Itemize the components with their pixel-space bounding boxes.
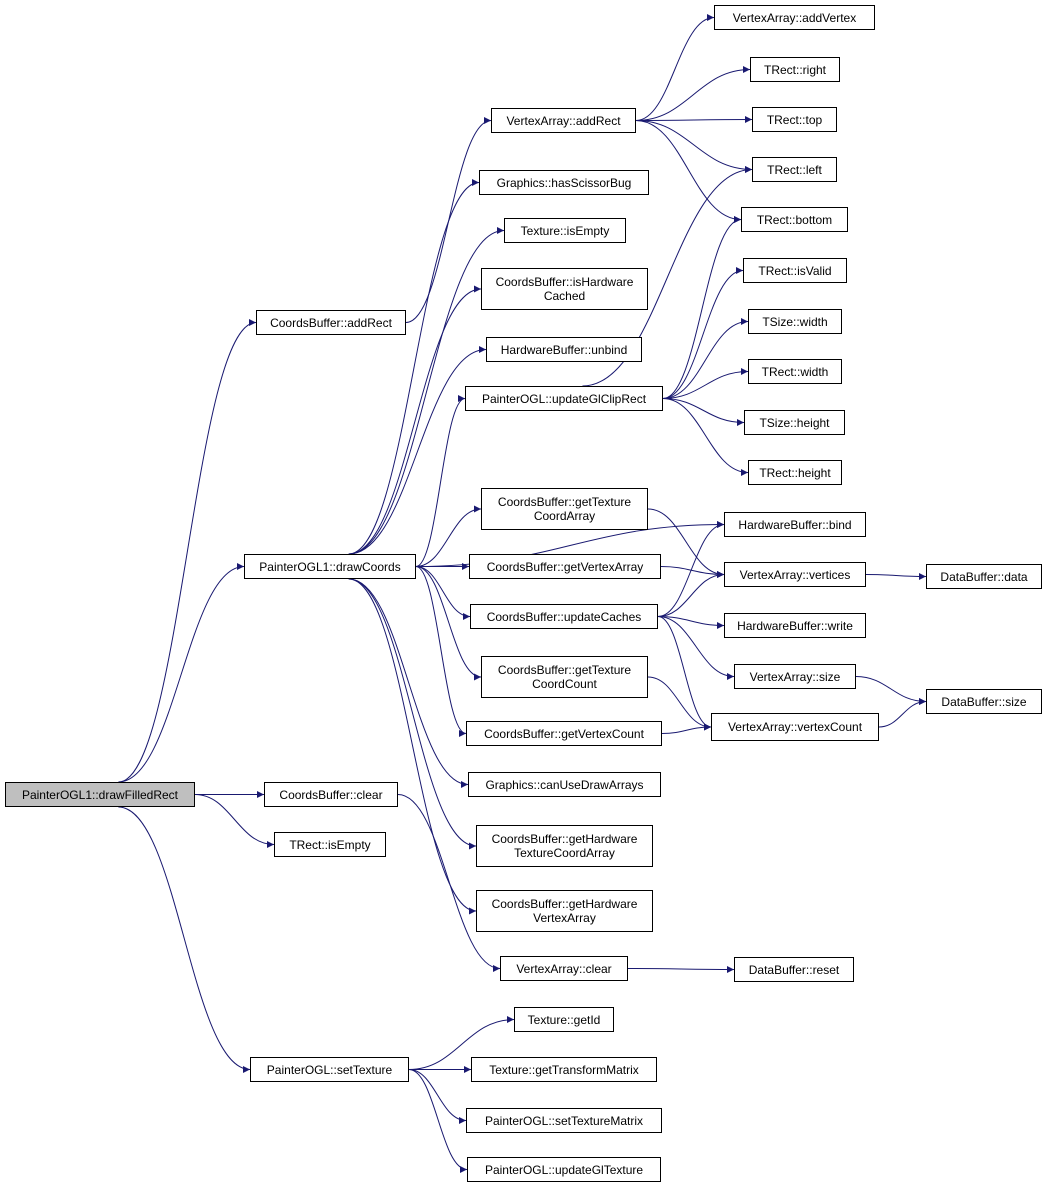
edge-drawcoords-to-hb-unbind — [348, 346, 487, 555]
node-updategltexture[interactable]: PainterOGL::updateGlTexture — [467, 1157, 661, 1182]
edge-updateglcliprect-to-tr-width — [662, 368, 749, 399]
node-va-addvertex[interactable]: VertexArray::addVertex — [714, 5, 875, 30]
node-va-clear[interactable]: VertexArray::clear — [500, 956, 628, 981]
edge-va-addrect-to-tr-right — [635, 66, 751, 121]
edge-va-vertices-to-db-data — [865, 572, 927, 580]
edge-updateglcliprect-to-ts-height — [662, 398, 745, 426]
node-tr-height[interactable]: TRect::height — [748, 460, 842, 485]
edge-updateglcliprect-to-ts-width — [662, 318, 749, 399]
node-tex-gettransformmatrix[interactable]: Texture::getTransformMatrix — [471, 1057, 657, 1082]
node-tr-bottom[interactable]: TRect::bottom — [741, 207, 848, 232]
edge-drawcoords-to-updateglcliprect — [415, 395, 466, 567]
node-tr-right[interactable]: TRect::right — [750, 57, 840, 82]
node-settexture[interactable]: PainterOGL::setTexture — [250, 1057, 409, 1082]
edge-cb-updatecaches-to-hb-bind — [657, 521, 725, 617]
node-cb-getvertexarray[interactable]: CoordsBuffer::getVertexArray — [469, 554, 661, 579]
edge-cb-clear-to-va-clear — [397, 794, 501, 972]
node-tr-width[interactable]: TRect::width — [748, 359, 842, 384]
node-va-vertices[interactable]: VertexArray::vertices — [724, 562, 866, 587]
node-hb-unbind[interactable]: HardwareBuffer::unbind — [486, 337, 642, 362]
node-cb-gettexcoordcount[interactable]: CoordsBuffer::getTexture CoordCount — [481, 656, 648, 698]
edge-drawcoords-to-cb-gettexcoordcount — [415, 566, 482, 681]
node-db-reset[interactable]: DataBuffer::reset — [734, 957, 854, 982]
edge-cb-gettexcoordarray-to-va-vertices — [647, 508, 725, 578]
edge-drawcoords-to-g-canusedrawarrays — [348, 578, 469, 788]
edge-updateglcliprect-to-tr-height — [662, 398, 749, 476]
node-va-vertexcount[interactable]: VertexArray::vertexCount — [711, 713, 879, 741]
edge-va-vertexcount-to-db-size — [878, 698, 927, 728]
edge-drawcoords-to-cb-gethwtexcoordarray — [348, 578, 477, 850]
node-settexturematrix[interactable]: PainterOGL::setTextureMatrix — [466, 1108, 662, 1133]
edge-settexture-to-settexturematrix — [408, 1069, 467, 1124]
node-cb-clear[interactable]: CoordsBuffer::clear — [264, 782, 398, 807]
node-cb-gethwvertexarray[interactable]: CoordsBuffer::getHardware VertexArray — [476, 890, 653, 932]
edge-drawcoords-to-cb-getvertexcount — [415, 566, 467, 737]
edge-va-addrect-to-tr-left — [635, 120, 753, 173]
edge-drawcoords-to-cb-ishwcached — [348, 285, 482, 555]
edge-settexture-to-updategltexture — [408, 1069, 468, 1173]
edge-cb-getvertexcount-to-va-vertexcount — [661, 723, 712, 734]
node-tex-isempty[interactable]: Texture::isEmpty — [504, 218, 626, 243]
edge-drawcoords-to-tex-isempty — [348, 227, 505, 555]
node-tex-getid[interactable]: Texture::getId — [514, 1007, 614, 1032]
node-ts-height[interactable]: TSize::height — [744, 410, 845, 435]
node-drawfilledrect[interactable]: PainterOGL1::drawFilledRect — [5, 782, 195, 807]
edge-updateglcliprect-to-tr-isvalid — [662, 267, 744, 399]
node-ts-width[interactable]: TSize::width — [748, 309, 842, 334]
node-db-size[interactable]: DataBuffer::size — [926, 689, 1042, 714]
node-hb-bind[interactable]: HardwareBuffer::bind — [724, 512, 866, 537]
node-tr-top[interactable]: TRect::top — [752, 107, 837, 132]
node-cb-ishwcached[interactable]: CoordsBuffer::isHardware Cached — [481, 268, 648, 310]
edge-va-addrect-to-tr-bottom — [635, 120, 742, 223]
node-updateglcliprect[interactable]: PainterOGL::updateGlClipRect — [465, 386, 663, 411]
node-hb-write[interactable]: HardwareBuffer::write — [724, 613, 866, 638]
edge-updateglcliprect-to-tr-left — [582, 166, 753, 387]
node-cb-updatecaches[interactable]: CoordsBuffer::updateCaches — [470, 604, 658, 629]
node-db-data[interactable]: DataBuffer::data — [926, 564, 1042, 589]
edge-cb-updatecaches-to-hb-write — [657, 616, 725, 629]
edge-drawcoords-to-cb-gettexcoordarray — [415, 505, 482, 567]
edge-settexture-to-tex-getid — [408, 1016, 515, 1070]
edge-va-clear-to-db-reset — [627, 965, 735, 973]
node-g-canusedrawarrays[interactable]: Graphics::canUseDrawArrays — [468, 772, 661, 797]
node-va-size[interactable]: VertexArray::size — [734, 664, 856, 689]
edge-drawfilledrect-to-cb-addrect — [118, 319, 257, 783]
node-cb-addrect[interactable]: CoordsBuffer::addRect — [256, 310, 406, 335]
edge-updateglcliprect-to-tr-bottom — [662, 216, 742, 399]
edge-drawfilledrect-to-settexture — [118, 806, 251, 1073]
edge-drawfilledrect-to-drawcoords — [118, 563, 245, 783]
node-drawcoords[interactable]: PainterOGL1::drawCoords — [244, 554, 416, 579]
edge-drawcoords-to-g-hasscissorbug — [348, 179, 480, 555]
edge-cb-gettexcoordcount-to-va-vertexcount — [647, 676, 712, 731]
node-tr-isvalid[interactable]: TRect::isValid — [743, 258, 847, 283]
edge-cb-getvertexarray-to-va-vertices — [660, 566, 725, 578]
node-cb-gethwtexcoordarray[interactable]: CoordsBuffer::getHardware TextureCoordAr… — [476, 825, 653, 867]
edge-drawcoords-to-cb-gethwvertexarray — [348, 578, 477, 915]
edge-drawfilledrect-to-tr-isempty — [194, 794, 275, 848]
edge-va-addrect-to-va-addvertex — [635, 14, 715, 121]
edge-cb-updatecaches-to-va-size — [657, 616, 735, 680]
edge-cb-updatecaches-to-va-vertexcount — [657, 616, 712, 731]
node-g-hasscissorbug[interactable]: Graphics::hasScissorBug — [479, 170, 649, 195]
node-cb-gettexcoordarray[interactable]: CoordsBuffer::getTexture CoordArray — [481, 488, 648, 530]
edge-cb-updatecaches-to-va-vertices — [657, 571, 725, 617]
node-tr-left[interactable]: TRect::left — [752, 157, 837, 182]
edge-drawcoords-to-cb-updatecaches — [415, 566, 471, 620]
node-tr-isempty[interactable]: TRect::isEmpty — [274, 832, 386, 857]
node-cb-getvertexcount[interactable]: CoordsBuffer::getVertexCount — [466, 721, 662, 746]
node-va-addrect[interactable]: VertexArray::addRect — [491, 108, 636, 133]
edge-va-addrect-to-tr-top — [635, 116, 753, 124]
edge-va-size-to-db-size — [855, 676, 927, 705]
